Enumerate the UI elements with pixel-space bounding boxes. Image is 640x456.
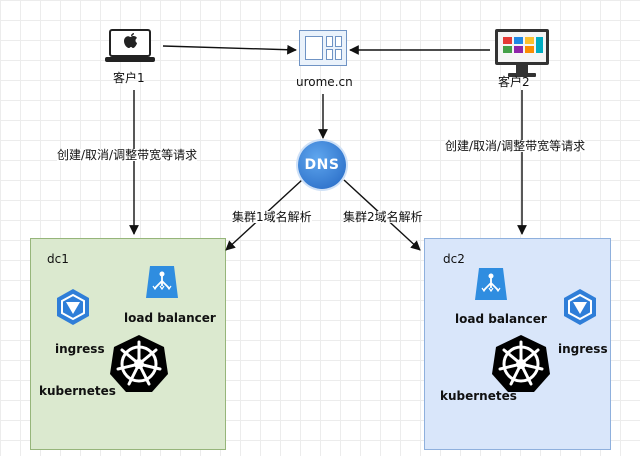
- dc2-kubernetes-label: kubernetes: [440, 389, 517, 403]
- dns-to-dc2-label: 集群2域名解析: [343, 210, 423, 224]
- dc1-kubernetes-label: kubernetes: [39, 384, 116, 398]
- web-domain-label: urome.cn: [296, 75, 353, 89]
- windows-monitor-icon: [495, 29, 549, 77]
- dns-label: DNS: [304, 157, 340, 173]
- dns-globe-icon: DNS: [298, 141, 346, 189]
- dc2-load-balancer-label: load balancer: [455, 312, 547, 326]
- arrow-client1-to-web: [162, 44, 297, 55]
- dc2-ingress-label: ingress: [558, 342, 608, 356]
- ingress-icon: [57, 289, 89, 325]
- client2-label: 客户2: [498, 75, 530, 89]
- dns-to-dc1-label: 集群1域名解析: [232, 210, 312, 224]
- client2-request-label: 创建/取消/调整带宽等请求: [445, 139, 586, 153]
- load-balancer-icon: [146, 266, 178, 298]
- apple-laptop-icon: [105, 29, 155, 62]
- kubernetes-icon: [492, 335, 550, 392]
- web-app-window-icon: [299, 30, 347, 66]
- client1-request-label: 创建/取消/调整带宽等请求: [57, 148, 198, 162]
- ingress-icon: [564, 289, 596, 325]
- dc2-title: dc2: [443, 252, 465, 266]
- dc1-title: dc1: [47, 252, 69, 266]
- client1-label: 客户1: [113, 71, 145, 85]
- dc1-load-balancer-label: load balancer: [124, 311, 216, 325]
- kubernetes-icon: [110, 335, 168, 392]
- dc1-ingress-label: ingress: [55, 342, 105, 356]
- load-balancer-icon: [475, 268, 507, 300]
